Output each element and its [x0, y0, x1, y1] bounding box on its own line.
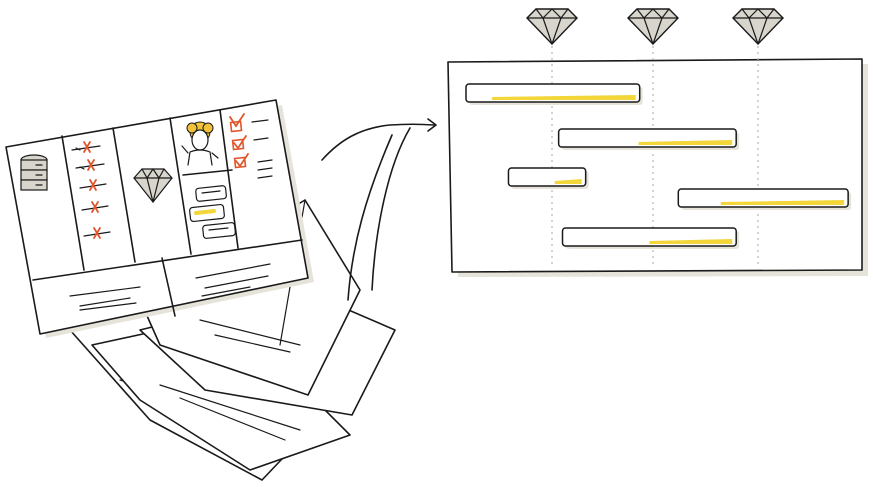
milestone-diamond-icon — [733, 9, 783, 44]
roadmap-board — [448, 46, 868, 277]
timeline-bar — [466, 84, 643, 105]
milestone-markers — [527, 9, 783, 44]
timeline-bar — [508, 168, 588, 189]
timeline-bar — [678, 189, 851, 210]
database-icon — [21, 155, 47, 190]
milestone-diamond-icon — [628, 9, 678, 44]
timeline-bar — [563, 228, 740, 249]
timeline-bar — [559, 129, 740, 150]
milestone-diamond-icon — [527, 9, 577, 44]
